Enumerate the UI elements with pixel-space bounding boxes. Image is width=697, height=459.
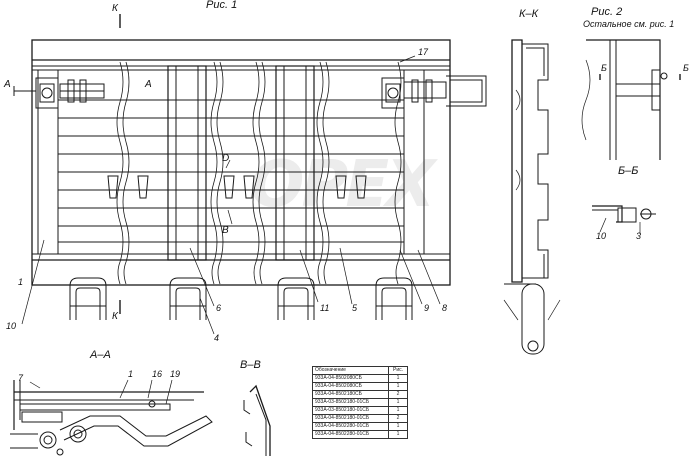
callout-16: 16 — [152, 369, 163, 379]
row-figure: 2 — [388, 414, 408, 423]
leader-lines — [21, 55, 441, 335]
section-aa-title: А–А — [90, 349, 111, 361]
callout-1: 1 — [128, 369, 134, 379]
figure-2-title: Рис. 2 — [591, 6, 623, 18]
callout-6: 6 — [216, 303, 222, 313]
row-designation: 933А-04-8502180СБ — [312, 390, 389, 399]
callout-8: 8 — [442, 303, 448, 313]
table-row: 933А-04-8502180-01СБ 2 — [312, 414, 408, 423]
section-kk-view — [503, 39, 561, 355]
row-figure: 1 — [388, 430, 408, 439]
callout-7: 7 — [18, 373, 24, 383]
row-designation: 933А-03-8502180-01СБ — [312, 398, 389, 407]
section-vv-title: В–В — [240, 359, 261, 371]
cut-mark-a-right: А — [145, 79, 152, 90]
section-aa-view — [10, 379, 213, 456]
section-vv-view — [243, 384, 271, 456]
row-figure: 1 — [388, 382, 408, 391]
row-figure: 1 — [388, 374, 408, 383]
callout-3: 3 — [636, 231, 642, 241]
callout-19: 19 — [170, 369, 181, 379]
figure-2-note: Остальное см. рис. 1 — [583, 19, 675, 29]
callout-1-left: 1 — [18, 277, 24, 287]
row-designation: 933А-04-8502080СБ — [312, 374, 389, 383]
row-designation: 933А-04-8502080СБ — [312, 382, 389, 391]
row-designation: 933А-03-8502180-01СБ — [312, 406, 389, 415]
table-row: 933А-04-8502080СБ 1 — [312, 382, 408, 391]
callout-10-main: 10 — [6, 321, 17, 331]
row-designation: 933А-04-8502280-01СБ — [312, 430, 389, 439]
fig2-view — [581, 39, 681, 160]
callout-17: 17 — [418, 47, 429, 57]
row-figure: 2 — [388, 390, 408, 399]
header-designation: Обозначение — [312, 366, 389, 375]
parts-table-header: Обозначение Рис. — [312, 366, 408, 375]
table-row: 933А-03-8502180-01СБ 1 — [312, 406, 408, 415]
section-kk-title: К–К — [519, 8, 539, 20]
cut-mark-v: В — [222, 225, 229, 236]
cut-mark-d: D — [222, 153, 230, 164]
hooks — [107, 175, 367, 199]
row-figure: 1 — [388, 422, 408, 431]
table-row: 933А-03-8502180-01СБ 1 — [312, 398, 408, 407]
callout-11: 11 — [320, 303, 330, 313]
cut-mark-k-top: К — [112, 3, 118, 14]
table-row: 933А-04-8502180СБ 2 — [312, 390, 408, 399]
cut-mark-b-right: Б — [683, 63, 689, 73]
figure-1-title: Рис. 1 — [206, 0, 238, 11]
cut-mark-b-left: Б — [601, 63, 607, 73]
bottom-hinges — [69, 277, 413, 320]
callout-10-bb: 10 — [596, 231, 607, 241]
callout-5: 5 — [352, 303, 358, 313]
callout-9: 9 — [424, 303, 430, 313]
table-row: 933А-04-8502280-01СБ 1 — [312, 422, 408, 431]
main-view-frame — [31, 39, 451, 286]
row-figure: 1 — [388, 398, 408, 407]
callout-4: 4 — [214, 333, 220, 343]
section-bb-view — [592, 205, 656, 234]
row-designation: 933А-04-8502180-01СБ — [312, 414, 389, 423]
cut-mark-a-left: А — [4, 79, 11, 90]
parts-table: Обозначение Рис. 933А-04-8502080СБ 1 933… — [312, 366, 408, 439]
header-figure: Рис. — [388, 366, 408, 375]
row-figure: 1 — [388, 406, 408, 415]
lock-mechanism-right — [381, 75, 487, 109]
table-row: 933А-04-8502280-01СБ 1 — [312, 430, 408, 439]
lock-mechanism-left — [13, 77, 105, 109]
break-lines — [116, 61, 402, 285]
table-row: 933А-04-8502080СБ 1 — [312, 374, 408, 383]
cut-mark-k-bottom: К — [112, 311, 118, 322]
section-bb-title: Б–Б — [618, 165, 639, 177]
row-designation: 933А-04-8502280-01СБ — [312, 422, 389, 431]
